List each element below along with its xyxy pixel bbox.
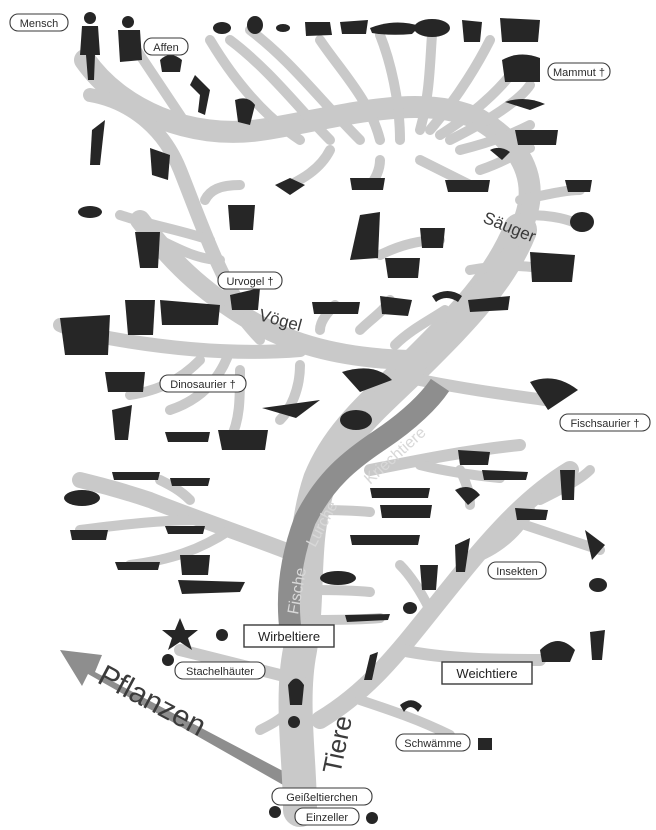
label-einzeller: Einzeller (295, 808, 359, 825)
caecilian-silhouette-icon (455, 487, 480, 505)
svg-text:Urvogel †: Urvogel † (226, 276, 273, 288)
rodent-silhouette-icon (213, 22, 231, 34)
shark-silhouette-icon (178, 580, 245, 594)
frog-silhouette-icon (458, 450, 490, 465)
svg-text:Insekten: Insekten (496, 566, 538, 578)
tiger-silhouette-icon (530, 252, 575, 282)
svg-text:Dinosaurier †: Dinosaurier † (170, 379, 235, 391)
beetle-silhouette-icon (560, 470, 575, 500)
protist-silhouette-icon (269, 806, 281, 818)
fish4-silhouette-icon (70, 530, 108, 540)
parrot-silhouette-icon (90, 120, 105, 165)
svg-text:Weichtiere: Weichtiere (456, 666, 517, 681)
squirrel-silhouette-icon (247, 16, 263, 34)
coelacanth-silhouette-icon (380, 505, 432, 518)
ape-silhouette-icon (118, 16, 142, 62)
label-dinosaurier: Dinosaurier † (160, 375, 246, 392)
duck-silhouette-icon (78, 206, 102, 218)
iguanodon-silhouette-icon (112, 405, 132, 440)
label-insekten: Insekten (488, 562, 546, 579)
stegosaurus-silhouette-icon (218, 430, 268, 450)
label-geisseltierchen: Geißeltierchen (272, 788, 372, 805)
fox-silhouette-icon (385, 258, 420, 278)
label-mammut: Mammut † (548, 63, 610, 80)
sea-urchin2-silhouette-icon (162, 654, 174, 666)
dog-silhouette-icon (340, 20, 368, 34)
jellyfish-silhouette-icon (288, 679, 304, 706)
svg-text:Mensch: Mensch (20, 18, 59, 30)
label-weichtiere: Weichtiere (442, 662, 532, 684)
mouse-silhouette-icon (276, 24, 290, 32)
hare-silhouette-icon (420, 228, 445, 248)
spider-silhouette-icon (589, 578, 607, 592)
svg-text:Wirbeltiere: Wirbeltiere (258, 629, 320, 644)
svg-text:Geißeltierchen: Geißeltierchen (286, 792, 358, 804)
label-fischsaurier: Fischsaurier † (560, 414, 650, 431)
whale-silhouette-icon (370, 22, 420, 34)
lungfish-silhouette-icon (370, 488, 430, 498)
newt-silhouette-icon (515, 508, 548, 520)
lizard-silhouette-icon (380, 296, 412, 316)
anteater2-silhouette-icon (445, 180, 490, 192)
label-mensch: Mensch (10, 14, 68, 31)
snail-silhouette-icon (540, 641, 575, 662)
gibbon-silhouette-icon (190, 75, 210, 115)
tick-silhouette-icon (403, 602, 417, 614)
croc2-silhouette-icon (165, 432, 210, 442)
svg-text:Schwämme: Schwämme (404, 738, 461, 750)
hippo-silhouette-icon (414, 19, 450, 37)
scorpion-silhouette-icon (420, 565, 438, 590)
mammoth-silhouette-icon (502, 54, 540, 82)
anteater-silhouette-icon (515, 130, 558, 145)
horse-silhouette-icon (500, 18, 540, 42)
deer-silhouette-icon (462, 20, 482, 42)
label-affen: Affen (144, 38, 188, 55)
fish2-silhouette-icon (170, 478, 210, 486)
fish9-silhouette-icon (320, 571, 356, 585)
ostrich-silhouette-icon (135, 232, 160, 268)
trex-silhouette-icon (60, 315, 110, 355)
label-stachelhaeuter: Stachelhäuter (175, 662, 265, 679)
fish8-silhouette-icon (350, 535, 420, 545)
monkey-silhouette-icon (160, 55, 182, 72)
fish6-silhouette-icon (115, 562, 160, 570)
kangaroo-silhouette-icon (350, 212, 380, 260)
sponge-silhouette-icon (478, 738, 492, 750)
coral-silhouette-icon (288, 716, 300, 728)
svg-text:Fischsaurier †: Fischsaurier † (570, 418, 639, 430)
fish1-silhouette-icon (112, 472, 160, 480)
svg-text:Stachelhäuter: Stachelhäuter (186, 666, 254, 678)
svg-text:Mammut †: Mammut † (553, 67, 605, 79)
platypus-silhouette-icon (565, 180, 592, 192)
sloth-silhouette-icon (570, 212, 594, 232)
svg-text:Affen: Affen (153, 42, 179, 54)
label-urvogel: Urvogel † (218, 272, 282, 289)
chicken-silhouette-icon (228, 205, 255, 230)
turtle-silhouette-icon (340, 410, 372, 430)
cat-silhouette-icon (305, 22, 332, 36)
snake-silhouette-icon (432, 291, 462, 302)
raptor-silhouette-icon (125, 300, 155, 335)
salamander-silhouette-icon (482, 470, 528, 480)
sea-urchin-silhouette-icon (216, 629, 228, 641)
squid-silhouette-icon (590, 630, 605, 660)
worm-silhouette-icon (400, 700, 422, 712)
label-schwaemme: Schwämme (396, 734, 470, 751)
label-wirbeltiere: Wirbeltiere (244, 625, 334, 647)
fish5-silhouette-icon (165, 526, 205, 534)
fish3-silhouette-icon (64, 490, 100, 506)
rat-silhouette-icon (350, 178, 385, 190)
svg-text:Einzeller: Einzeller (306, 812, 349, 824)
protist2-silhouette-icon (366, 812, 378, 824)
fish7-silhouette-icon (180, 555, 210, 575)
crocodile-silhouette-icon (312, 302, 360, 314)
triceratops-silhouette-icon (105, 372, 145, 392)
